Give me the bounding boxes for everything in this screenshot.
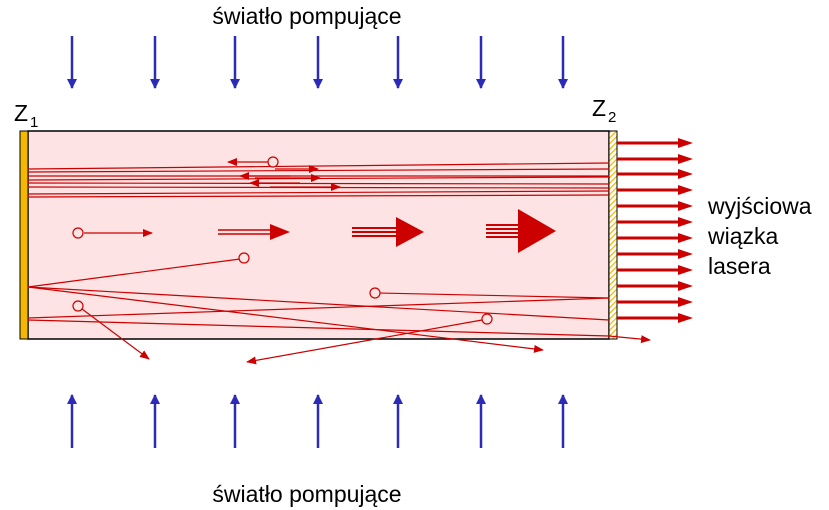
amplification-sequence — [72, 209, 556, 253]
svg-text:wyjściowa: wyjściowa — [707, 193, 812, 219]
pump-label-top: światło pompujące — [212, 3, 401, 29]
mirror-z1 — [19, 130, 29, 340]
svg-text:2: 2 — [608, 109, 616, 126]
mirror-label-right: Z 2 — [592, 95, 616, 126]
excited-atom — [481, 313, 493, 325]
svg-text:1: 1 — [30, 114, 38, 131]
pump-arrows-top — [67, 36, 568, 89]
excited-atom — [267, 156, 279, 168]
mirror-label-left: Z 1 — [14, 100, 38, 131]
svg-text:Z: Z — [14, 100, 28, 126]
excited-atom — [369, 287, 381, 299]
svg-text:Z: Z — [592, 95, 606, 121]
oblique-rays — [27, 258, 651, 365]
mirror-z2 — [608, 130, 618, 340]
svg-text:lasera: lasera — [708, 253, 771, 279]
output-beam — [617, 141, 680, 320]
pump-arrows-bottom — [67, 394, 568, 448]
pump-label-bottom: światło pompujące — [212, 481, 401, 507]
excited-atom — [72, 300, 84, 312]
svg-text:wiązka: wiązka — [707, 223, 779, 249]
excited-atom — [238, 252, 250, 264]
axial-ray-arrows — [227, 158, 341, 191]
output-label: wyjściowa wiązka lasera — [707, 193, 812, 279]
excited-atom — [72, 227, 84, 239]
output-beam-heads — [678, 138, 693, 323]
